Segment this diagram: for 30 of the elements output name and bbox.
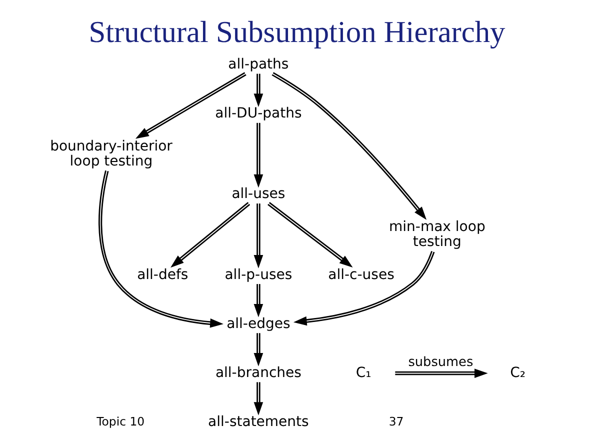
- arrow: [98, 170, 224, 328]
- arrow: [268, 202, 353, 268]
- node-text: all-p-uses: [224, 266, 292, 283]
- arrow: [254, 382, 264, 416]
- node-text: all-paths: [228, 56, 289, 72]
- arrow: [254, 284, 264, 318]
- node-text: C₂: [510, 364, 526, 381]
- node-text: all-branches: [215, 364, 302, 381]
- diagram-title: Structural Subsumption Hierarchy: [88, 14, 506, 49]
- node-text: all-uses: [232, 186, 286, 202]
- node-text: all-statements: [208, 414, 309, 430]
- arrow: [254, 74, 264, 107]
- node-text: min-max loop testing: [389, 218, 486, 250]
- arrow: [254, 204, 264, 268]
- label: 37: [388, 414, 404, 428]
- arrow: [272, 72, 427, 220]
- node-text: boundary-interior loop testing: [50, 138, 172, 170]
- label: Topic 10: [96, 414, 145, 428]
- node-text: C₁: [356, 364, 372, 381]
- node-text: all-defs: [137, 266, 188, 283]
- node-text: all-DU-paths: [215, 106, 302, 122]
- arrow: [170, 202, 250, 268]
- edge-label: subsumes: [408, 355, 474, 370]
- arrow: [293, 250, 435, 326]
- arrow: [395, 368, 488, 378]
- arrow: [254, 122, 264, 188]
- node-text: all-c-uses: [328, 266, 394, 283]
- arrow: [135, 72, 246, 139]
- arrow: [254, 333, 264, 366]
- node-text: all-edges: [226, 316, 290, 332]
